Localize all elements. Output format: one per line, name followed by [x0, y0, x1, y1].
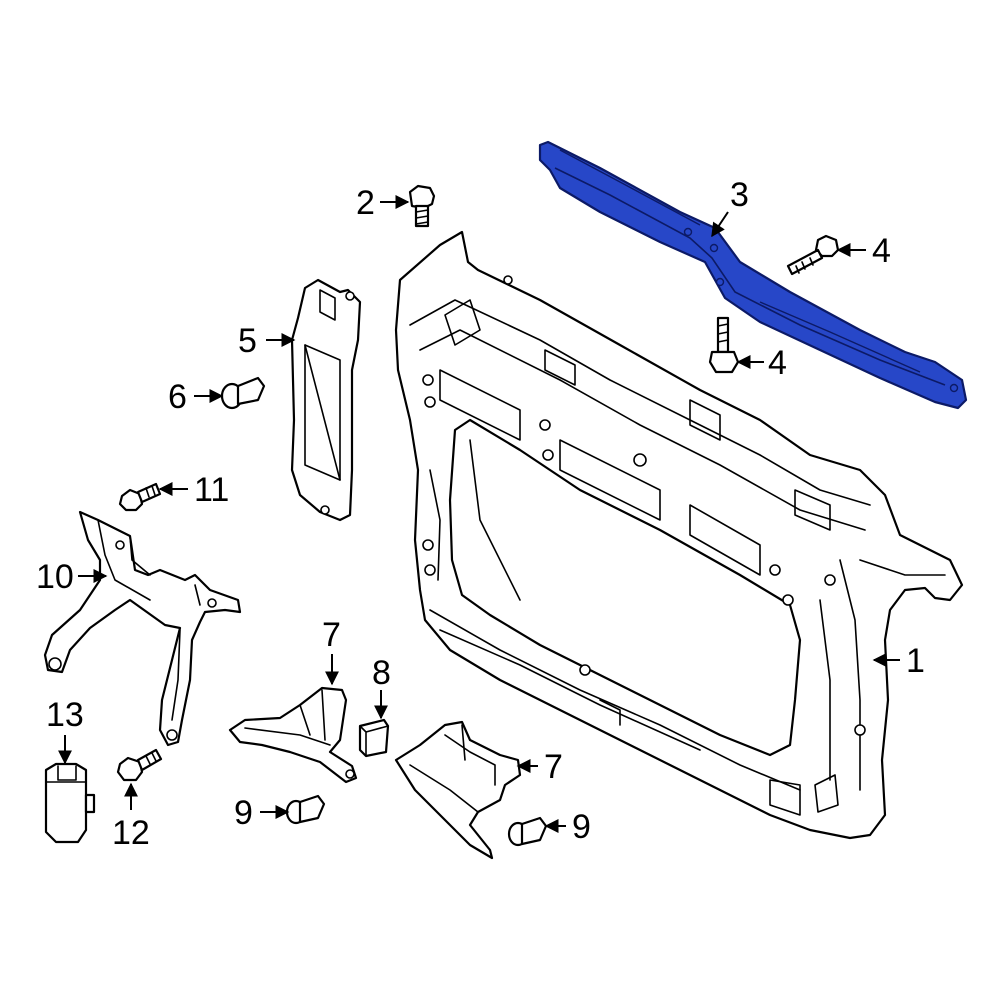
- deflector-part-7-left: [228, 686, 358, 784]
- sensor-part-13: [44, 762, 96, 844]
- callout-9-left: 9: [234, 794, 253, 832]
- bolt-part-2: [408, 184, 436, 228]
- callout-labels: 1 2 3 4 4 5 6 7 7 8 9 9 10 11 12 13: [36, 176, 925, 852]
- bolt-part-12: [116, 748, 163, 782]
- callout-11: 11: [194, 471, 229, 509]
- callout-8: 8: [372, 654, 391, 692]
- callout-7-left: 7: [322, 616, 341, 654]
- callout-3: 3: [730, 176, 749, 214]
- push-clip-part-9-right: [507, 816, 548, 847]
- callout-1: 1: [906, 642, 925, 680]
- callout-7-right: 7: [544, 748, 563, 786]
- bracket-part-10: [43, 510, 242, 747]
- callout-9-right: 9: [572, 808, 591, 846]
- push-clip-part-9-left: [285, 794, 326, 825]
- deflector-part-7-right: [394, 720, 522, 860]
- callout-2: 2: [356, 184, 375, 222]
- bolt-part-4-lower: [708, 316, 740, 374]
- radiator-support-part-1: [394, 230, 964, 840]
- callout-4-lower: 4: [768, 344, 787, 382]
- callout-arrows: [58, 195, 900, 833]
- bolt-part-11: [118, 482, 162, 512]
- bolt-part-4-upper: [786, 234, 840, 276]
- callout-13: 13: [46, 696, 84, 734]
- callout-5: 5: [238, 322, 257, 360]
- push-clip-part-6: [220, 376, 266, 410]
- air-guide-part-5: [290, 278, 362, 522]
- clip-part-8: [358, 718, 390, 758]
- callout-12: 12: [112, 814, 150, 852]
- callout-6: 6: [168, 378, 187, 416]
- callout-4-upper: 4: [872, 232, 891, 270]
- callout-10: 10: [36, 558, 74, 596]
